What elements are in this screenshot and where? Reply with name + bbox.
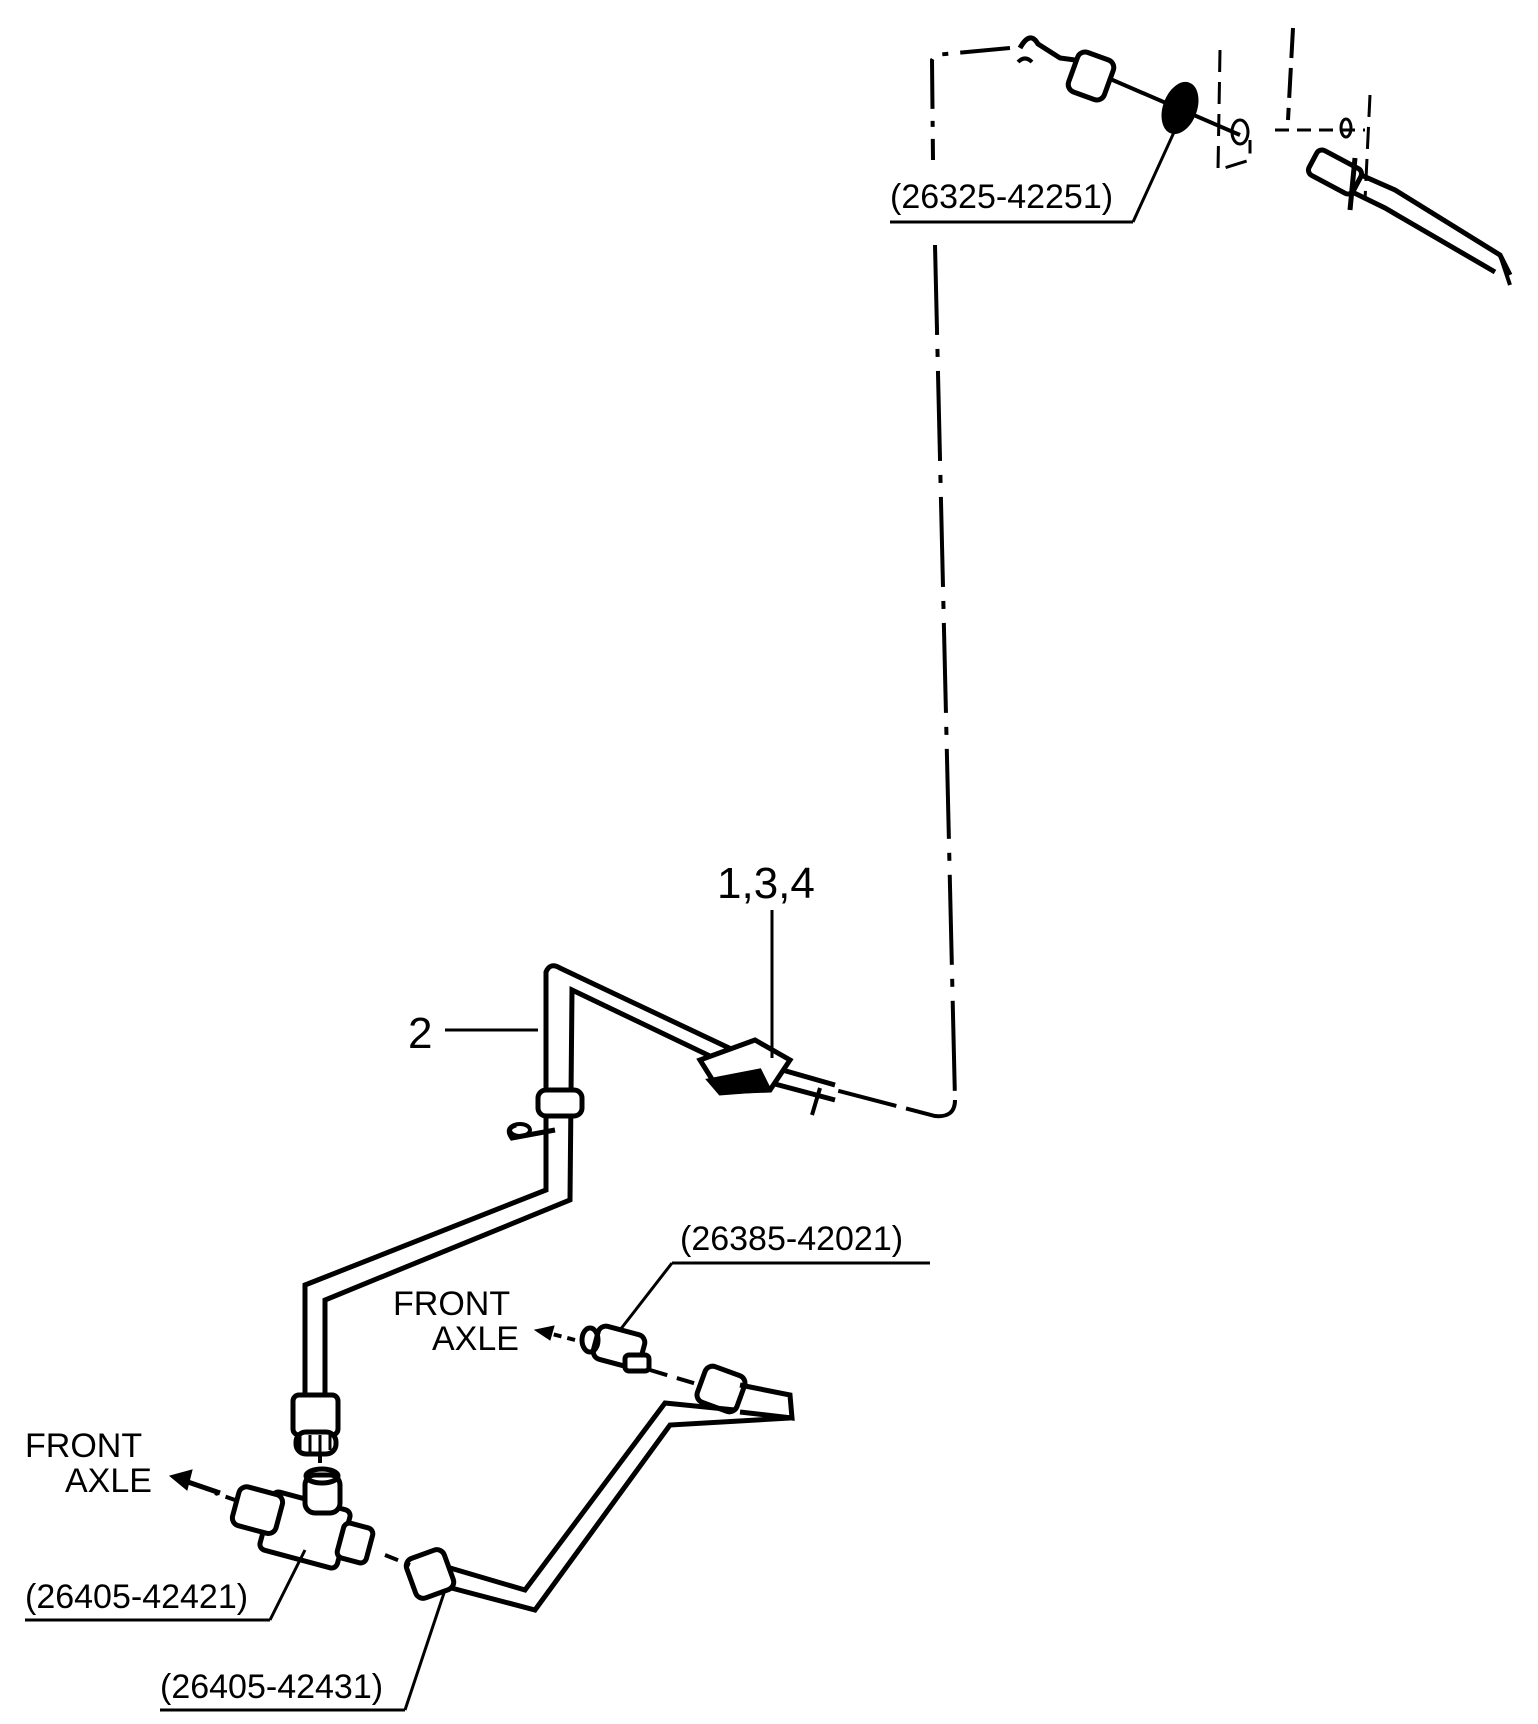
centerline-vertical	[933, 244, 957, 1101]
three-way-joint	[214, 1455, 376, 1571]
arrow-front-axle-left	[184, 1478, 221, 1496]
arrow-front-axle-upper	[533, 1325, 555, 1341]
lower-right-fitting	[384, 1323, 795, 1613]
part-number-26325-42251: (26325-42251)	[890, 178, 1113, 216]
leader-26405-42431	[403, 1589, 447, 1711]
pipe-lower-outer	[439, 1400, 736, 1593]
grommet	[1161, 81, 1199, 135]
centerline-bend	[834, 1088, 957, 1119]
direction-arrows	[168, 1325, 576, 1496]
front-axle-label-lower-line2: AXLE	[65, 1462, 152, 1500]
hose-fitting-top	[1017, 35, 1091, 65]
leader-26405-42421	[268, 1549, 307, 1621]
upper-hose-assembly	[834, 27, 1513, 1119]
front-axle-label-upper-line1: FRONT	[393, 1285, 510, 1323]
leader-lines	[25, 129, 1177, 1712]
bracket-outline	[1216, 49, 1252, 173]
union-nut-left	[290, 1392, 341, 1438]
leader-26385	[618, 1262, 674, 1331]
front-axle-label-upper-line2: AXLE	[432, 1320, 519, 1358]
part-number-26405-42431: (26405-42431)	[160, 1668, 383, 1706]
union-nut-top	[1065, 49, 1117, 103]
clamp-vertical	[535, 1087, 585, 1119]
pipe-outer	[302, 963, 836, 1400]
part-number-26385-42021: (26385-42021)	[680, 1220, 903, 1258]
part-number-26405-42421: (26405-42421)	[25, 1578, 248, 1616]
centerline-upper	[929, 46, 1011, 161]
brake-pipe-main	[290, 963, 836, 1457]
front-axle-label-lower-line1: FRONT	[25, 1427, 142, 1465]
pipe-lower-inner	[439, 1415, 791, 1613]
callout-2: 2	[408, 1009, 432, 1058]
union-nut-lower	[403, 1547, 457, 1601]
leader-26325	[1131, 129, 1177, 223]
callout-1-3-4: 1,3,4	[717, 859, 815, 908]
